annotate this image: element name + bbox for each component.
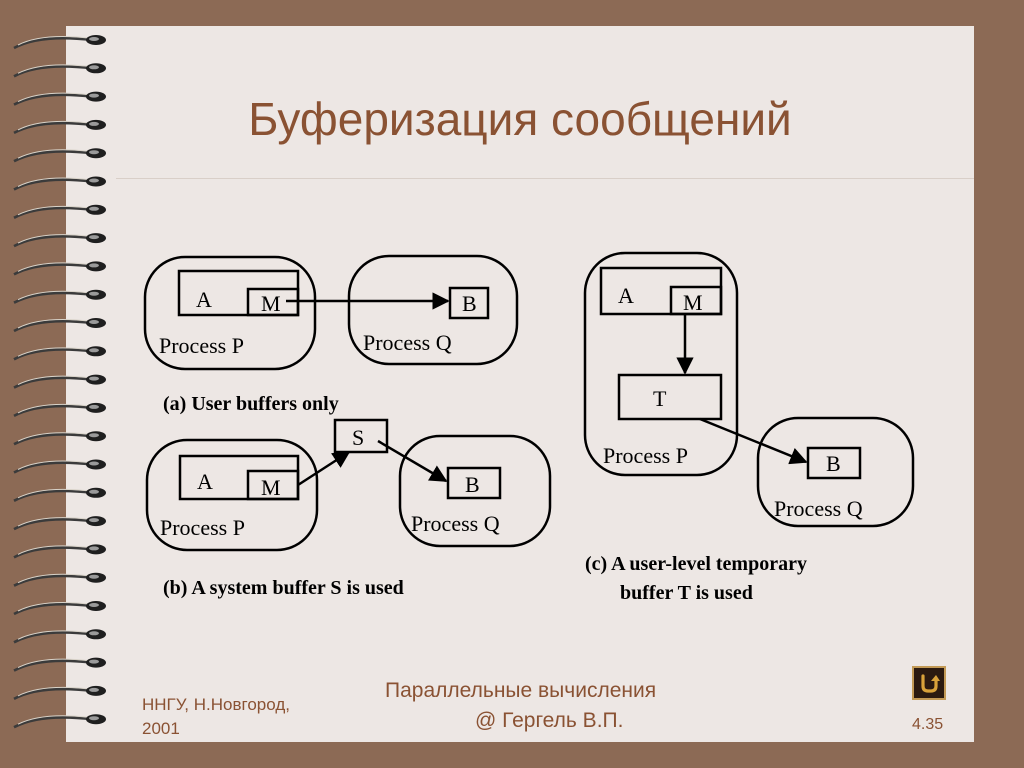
label-b-b: B	[465, 472, 480, 497]
spiral-ring-icon	[13, 148, 106, 163]
footer-institution-line2: 2001	[142, 719, 180, 738]
spiral-ring-icon	[13, 233, 106, 248]
process-q-b	[398, 434, 552, 548]
label-process-q-c: Process Q	[774, 496, 863, 521]
return-arrow-icon	[921, 674, 940, 693]
caption-c-line2: buffer T is used	[620, 582, 753, 604]
spiral-ring-icon	[13, 601, 106, 616]
spiral-ring-icon	[13, 346, 106, 361]
slide-title: Буферизация сообщений	[248, 93, 792, 145]
caption-c-line1: (c) A user-level temporary	[585, 553, 807, 575]
label-process-p-c: Process P	[603, 443, 688, 468]
spiral-ring-icon	[13, 261, 106, 276]
spiral-binding	[13, 35, 106, 729]
label-process-p-a: Process P	[159, 333, 244, 358]
label-b-c: B	[826, 451, 841, 476]
slide-panel	[66, 26, 974, 742]
arrow-m-to-s-b	[297, 450, 351, 487]
spiral-ring-icon	[13, 289, 106, 304]
label-s-b: S	[352, 425, 364, 450]
spiral-ring-icon	[13, 685, 106, 701]
panel-c: A M T Process P B Process Q (c) A user-l…	[583, 251, 915, 604]
spiral-ring-icon	[13, 487, 106, 502]
panel-a: A M Process P B Process Q (a) User buffe…	[143, 254, 519, 415]
spiral-ring-icon	[13, 204, 106, 219]
spiral-ring-icon	[13, 91, 106, 106]
label-m-a: M	[261, 291, 281, 316]
footer-course: Параллельные вычисления @ Гергель В.П.	[385, 676, 656, 736]
process-p-c	[583, 251, 739, 477]
buffer-b-c	[806, 446, 862, 480]
arrow-s-to-b-b	[377, 439, 448, 483]
label-a-b: A	[197, 469, 213, 494]
back-button[interactable]	[912, 666, 946, 700]
label-process-p-b: Process P	[160, 515, 245, 540]
page-number: 4.35	[912, 716, 944, 733]
spiral-ring-icon	[13, 431, 106, 446]
spiral-ring-icon	[13, 516, 106, 531]
process-q-c	[756, 416, 915, 528]
spiral-ring-icon	[13, 119, 106, 135]
spiral-ring-icon	[13, 176, 106, 191]
footer-institution: ННГУ, Н.Новгород, 2001	[142, 693, 290, 741]
buffer-m-c	[669, 285, 723, 316]
label-m-c: M	[683, 290, 703, 315]
spiral-ring-icon	[13, 318, 106, 333]
caption-b: (b) A system buffer S is used	[163, 577, 404, 599]
spiral-ring-icon	[13, 402, 106, 418]
caption-a: (a) User buffers only	[163, 393, 339, 415]
spiral-ring-icon	[13, 544, 106, 559]
footer-course-line2: @ Гергель В.П.	[475, 709, 624, 732]
spiral-ring-icon	[13, 63, 106, 78]
buffer-s-b	[333, 418, 389, 454]
spiral-ring-icon	[13, 374, 106, 389]
panel-b: A M Process P S B Process Q (b) A system…	[145, 418, 552, 599]
spiral-ring-icon	[13, 35, 106, 50]
spiral-ring-icon	[13, 657, 106, 672]
process-q-a	[347, 254, 519, 366]
label-process-q-b: Process Q	[411, 511, 500, 536]
footer-institution-line1: ННГУ, Н.Новгород,	[142, 695, 290, 714]
label-a-a: A	[196, 287, 212, 312]
process-p-b	[145, 438, 319, 552]
buffer-b-a	[448, 286, 490, 320]
spiral-ring-icon	[13, 629, 106, 644]
label-process-q-a: Process Q	[363, 330, 452, 355]
spiral-ring-icon	[13, 459, 106, 474]
process-p-a	[143, 255, 317, 371]
spiral-ring-icon	[13, 572, 106, 587]
label-t-c: T	[653, 386, 667, 411]
label-a-c: A	[618, 283, 634, 308]
spiral-ring-icon	[13, 714, 106, 729]
buffer-t-c	[617, 373, 723, 421]
title-divider	[116, 178, 974, 179]
footer-course-line1: Параллельные вычисления	[385, 679, 657, 702]
buffer-b-b	[446, 466, 502, 500]
label-m-b: M	[261, 475, 281, 500]
label-b-a: B	[462, 291, 477, 316]
arrow-t-to-b-c	[699, 417, 808, 465]
